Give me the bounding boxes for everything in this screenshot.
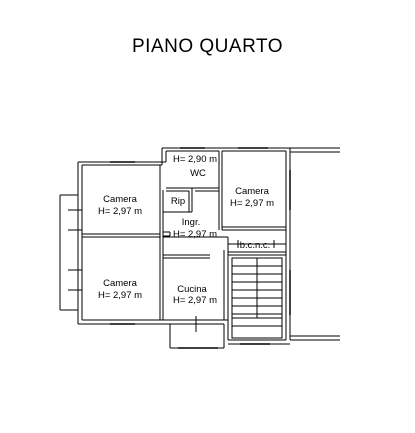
outer-walls bbox=[77, 147, 340, 349]
camera-top-left-name: Camera bbox=[103, 194, 138, 205]
staircase bbox=[231, 257, 283, 339]
left-balcony bbox=[59, 194, 82, 311]
rip-label: Rip bbox=[171, 196, 185, 207]
camera-top-left-height: H= 2,97 m bbox=[98, 206, 142, 217]
wc-name-label: WC bbox=[190, 168, 206, 179]
camera-bottom-left-height: H= 2,97 m bbox=[98, 290, 142, 301]
bcnc-label: b.c.n.c. bbox=[240, 240, 271, 251]
cucina-height: H= 2,97 m bbox=[173, 295, 217, 306]
interior-walls bbox=[82, 151, 286, 340]
wc-height-label: H= 2,90 m bbox=[173, 154, 217, 165]
ingresso-name: Ingr. bbox=[182, 217, 201, 228]
camera-top-right-name: Camera bbox=[235, 186, 270, 197]
openings bbox=[110, 147, 291, 349]
ingresso-height: H= 2,97 m bbox=[173, 229, 217, 240]
plan-title: PIANO QUARTO bbox=[132, 36, 283, 57]
camera-bottom-left-name: Camera bbox=[103, 278, 138, 289]
cucina-name: Cucina bbox=[177, 284, 207, 295]
door-marks bbox=[163, 231, 286, 332]
camera-top-right-height: H= 2,97 m bbox=[230, 198, 274, 209]
